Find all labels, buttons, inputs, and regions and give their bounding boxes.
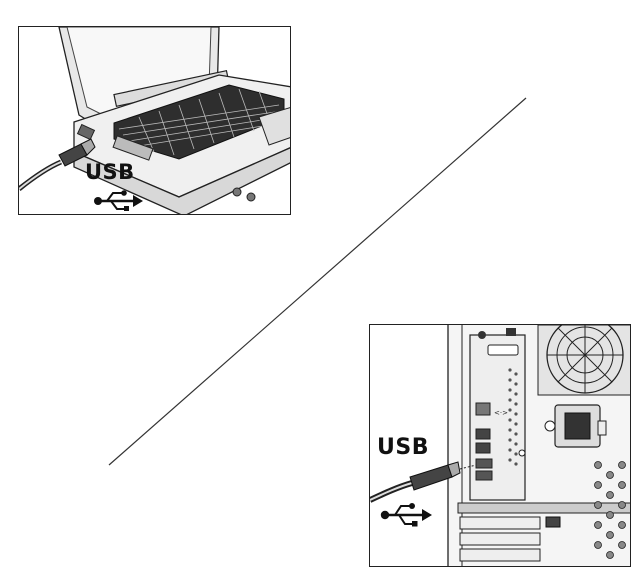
power-socket xyxy=(544,404,607,448)
laptop-usb-label: USB xyxy=(85,160,135,184)
desktop-pc-usb-panel: <·> xyxy=(369,324,631,567)
usb-trident-icon xyxy=(380,503,432,527)
usb-trident-icon xyxy=(94,190,143,211)
keyboard xyxy=(113,84,285,160)
desktop-pc-illustration: <·> xyxy=(370,325,630,566)
laptop-usb-panel: USB xyxy=(18,26,291,215)
pc-usb-cable xyxy=(370,461,477,503)
laptop-usb-cable xyxy=(19,138,96,191)
io-vent-dots xyxy=(508,368,518,466)
pc-usb-label: USB xyxy=(377,435,429,460)
psu-fan xyxy=(537,325,630,396)
laptop-illustration xyxy=(19,27,290,214)
svg-text:<·>: <·> xyxy=(494,409,508,417)
expansion-slots xyxy=(457,502,630,562)
